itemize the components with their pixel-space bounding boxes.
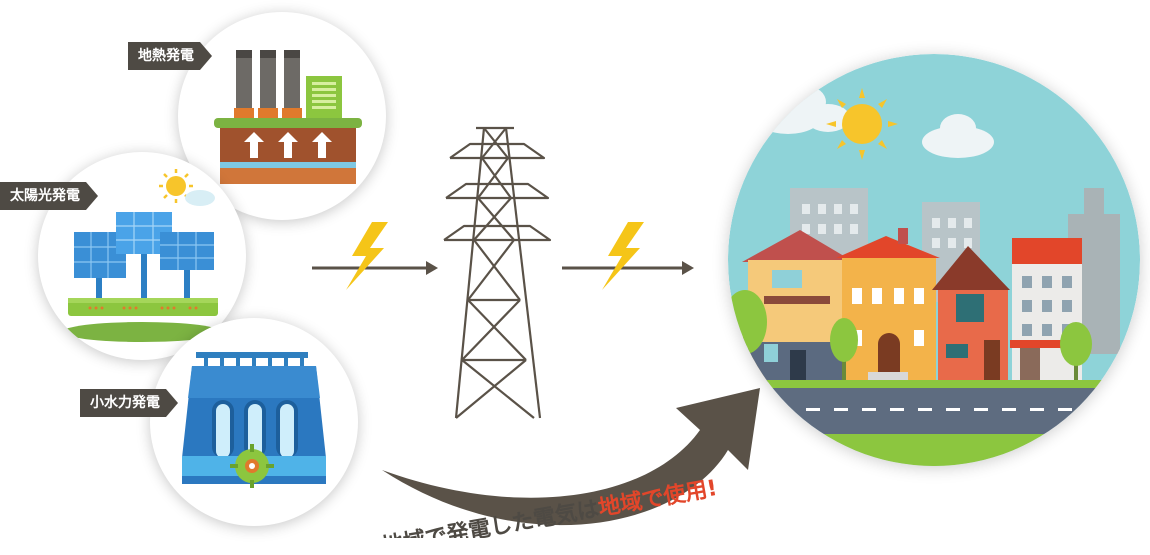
sun-icon xyxy=(826,88,898,160)
slogan: 地域で発電した電気は地域で使用! xyxy=(380,478,719,538)
town-circle xyxy=(728,54,1140,466)
water-wheel-icon xyxy=(230,444,274,488)
arrow-right-icon xyxy=(562,261,694,275)
svg-text:地域で発電した電気は地域で使用!: 地域で発電した電気は地域で使用! xyxy=(380,478,719,538)
dam-icon xyxy=(182,352,326,488)
hydro-circle xyxy=(150,318,358,526)
slogan-part-2: 地域で使用! xyxy=(596,478,719,521)
hydro-label: 小水力発電 xyxy=(80,389,178,417)
arrow-right-icon xyxy=(312,261,438,275)
cloud-icon xyxy=(922,114,994,158)
solar-label: 太陽光発電 xyxy=(0,182,98,210)
factory-icon xyxy=(214,50,362,184)
town-icon xyxy=(728,54,1140,466)
bolt-icon xyxy=(346,222,388,290)
tower-icon xyxy=(443,126,552,419)
slogan-part-1: 地域で発電した電気は xyxy=(380,496,601,538)
curved-arrow xyxy=(382,388,760,526)
cloud-icon xyxy=(185,190,215,206)
geothermal-label: 地熱発電 xyxy=(128,42,212,70)
sun-icon xyxy=(159,169,193,203)
solar-panel-icon xyxy=(62,169,222,342)
bolt-icon xyxy=(602,222,644,290)
